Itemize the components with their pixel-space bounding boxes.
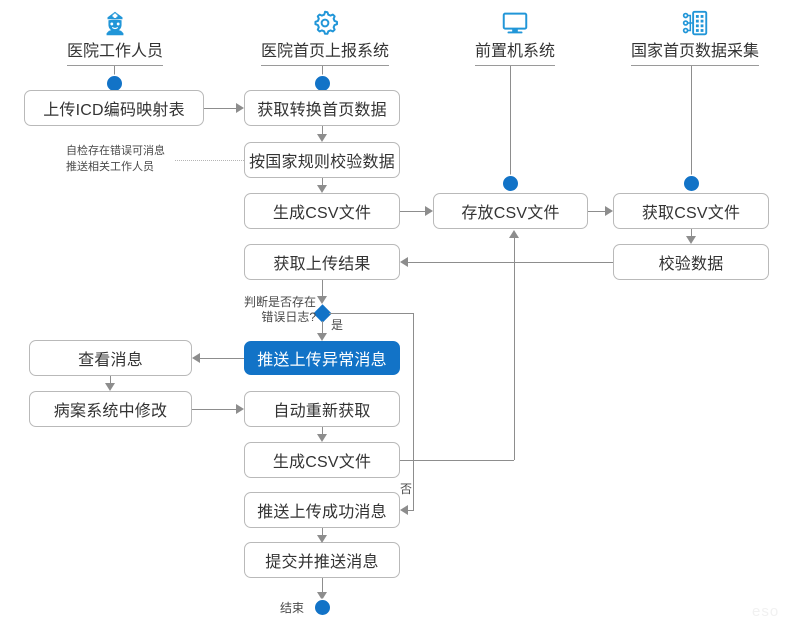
node-label: 校验数据 <box>658 256 724 273</box>
node-label: 按国家规则校验数据 <box>249 154 395 171</box>
node-label: 查看消息 <box>78 352 143 369</box>
lane-title-national: 国家首页数据采集 <box>630 42 759 66</box>
node-label: 生成CSV文件 <box>272 454 372 471</box>
node-label: 生成CSV文件 <box>272 205 372 222</box>
end-dot <box>315 600 330 615</box>
node-label: 推送上传成功消息 <box>257 504 387 521</box>
edge-refetch-to-generate2 <box>322 427 323 434</box>
lane-header-frontend: 前置机系统 <box>440 8 590 66</box>
lane-title-reporting: 医院首页上报系统 <box>260 42 389 66</box>
node-label: 获取转换首页数据 <box>257 102 387 119</box>
node-fetch-upload-result[interactable]: 获取上传结果 <box>244 244 400 280</box>
edge-edit-to-refetch <box>192 409 236 410</box>
edge-result-to-decision <box>322 280 323 296</box>
node-generate-csv-file-retry[interactable]: 生成CSV文件 <box>244 442 400 478</box>
self-check-note-line2: 推送相关工作人员 <box>66 161 154 173</box>
edge-fetchcsv-to-validatedata <box>691 229 692 236</box>
node-label: 获取上传结果 <box>273 256 371 273</box>
lane-stem-national <box>691 66 692 184</box>
lane-stem-frontend <box>510 66 511 184</box>
lane-header-staff: 医院工作人员 <box>20 8 210 66</box>
node-label: 获取CSV文件 <box>641 205 741 222</box>
start-dot-frontend <box>503 176 518 191</box>
edge-success-to-submit <box>322 528 323 535</box>
decision-question-line2: 错误日志? <box>261 310 316 324</box>
arrowhead-fetch-to-validate <box>317 134 327 142</box>
edge-view-to-edit <box>110 376 111 383</box>
edge-store-to-fetchcsv <box>588 211 605 212</box>
edge-decision-no-vertical <box>413 313 414 510</box>
node-label: 上传ICD编码映射表 <box>43 102 185 119</box>
edge-decision-no-into-success <box>408 510 414 511</box>
edge-decision-yes <box>322 321 323 333</box>
self-check-note-line1: 自检存在错误可消息 <box>66 145 165 157</box>
arrowhead-validatedata-to-result <box>400 257 408 267</box>
arrowhead-submit-to-end <box>317 592 327 600</box>
edge-decision-no-horizontal <box>329 313 414 314</box>
edge-validatedata-to-result <box>408 262 613 263</box>
node-validate-data[interactable]: 校验数据 <box>613 244 769 280</box>
edge-generate2-to-store-vertical <box>514 238 515 460</box>
lane-header-reporting: 医院首页上报系统 <box>230 8 420 66</box>
branch-label-yes: 是 <box>331 318 344 332</box>
arrowhead-refetch-to-generate2 <box>317 434 327 442</box>
node-upload-icd-mapping[interactable]: 上传ICD编码映射表 <box>24 90 204 126</box>
arrowhead-fetchcsv-to-validatedata <box>686 236 696 244</box>
node-label: 病案系统中修改 <box>53 403 168 420</box>
arrowhead-edit-to-refetch <box>236 404 244 414</box>
node-fetch-convert-homepage-data[interactable]: 获取转换首页数据 <box>244 90 400 126</box>
edge-submit-to-end <box>322 578 323 592</box>
watermark: eso <box>752 603 780 620</box>
arrowhead-store-to-fetchcsv <box>605 206 613 216</box>
edge-fetch-to-validate <box>322 126 323 134</box>
monitor-icon <box>502 12 528 34</box>
lane-header-national: 国家首页数据采集 <box>600 8 790 66</box>
node-validate-by-national-rules[interactable]: 按国家规则校验数据 <box>244 142 400 178</box>
branch-label-no: 否 <box>400 482 413 496</box>
self-check-note: 自检存在错误可消息 推送相关工作人员 <box>66 143 165 175</box>
arrowhead-result-to-decision <box>317 296 327 304</box>
edge-generate2-to-store-horizontal <box>400 460 514 461</box>
arrowhead-validate-to-generate <box>317 185 327 193</box>
gear-icon <box>314 10 338 35</box>
node-label: 提交并推送消息 <box>265 554 379 571</box>
decision-question-label: 判断是否存在 错误日志? <box>232 295 316 325</box>
note-dotted-connector <box>175 160 244 161</box>
node-label: 推送上传异常消息 <box>257 352 387 369</box>
start-dot-national <box>684 176 699 191</box>
start-dot-reporting <box>315 76 330 91</box>
node-edit-in-medical-record-system[interactable]: 病案系统中修改 <box>29 391 192 427</box>
arrowhead-generate2-to-store <box>509 230 519 238</box>
node-label: 自动重新获取 <box>273 403 371 420</box>
lane-title-frontend: 前置机系统 <box>474 42 555 66</box>
edge-generate-to-store <box>400 211 425 212</box>
arrowhead-upload-to-fetch <box>236 103 244 113</box>
edge-validate-to-generate <box>322 178 323 185</box>
node-store-csv-file[interactable]: 存放CSV文件 <box>433 193 588 229</box>
lane-stem-reporting <box>322 66 323 84</box>
node-view-message[interactable]: 查看消息 <box>29 340 192 376</box>
node-submit-and-push-message[interactable]: 提交并推送消息 <box>244 542 400 578</box>
arrowhead-decision-no <box>400 505 408 515</box>
arrowhead-generate-to-store <box>425 206 433 216</box>
arrowhead-error-to-view-message <box>192 353 200 363</box>
nurse-icon <box>106 11 124 36</box>
end-label: 结束 <box>280 601 305 615</box>
arrowhead-decision-yes <box>317 333 327 341</box>
arrowhead-success-to-submit <box>317 535 327 543</box>
lane-title-staff: 医院工作人员 <box>66 42 163 66</box>
node-generate-csv-file[interactable]: 生成CSV文件 <box>244 193 400 229</box>
arrowhead-view-to-edit <box>105 383 115 391</box>
node-push-upload-success-message[interactable]: 推送上传成功消息 <box>244 492 400 528</box>
server-icon <box>682 10 708 36</box>
node-auto-refetch[interactable]: 自动重新获取 <box>244 391 400 427</box>
decision-question-line1: 判断是否存在 <box>243 295 316 309</box>
node-label: 存放CSV文件 <box>461 205 560 222</box>
node-push-upload-error-message[interactable]: 推送上传异常消息 <box>244 341 400 375</box>
edge-upload-to-fetch <box>204 108 236 109</box>
start-dot-staff <box>107 76 122 91</box>
lane-stem-staff <box>114 66 115 84</box>
edge-error-to-view-message <box>200 358 244 359</box>
node-fetch-csv-file[interactable]: 获取CSV文件 <box>613 193 769 229</box>
